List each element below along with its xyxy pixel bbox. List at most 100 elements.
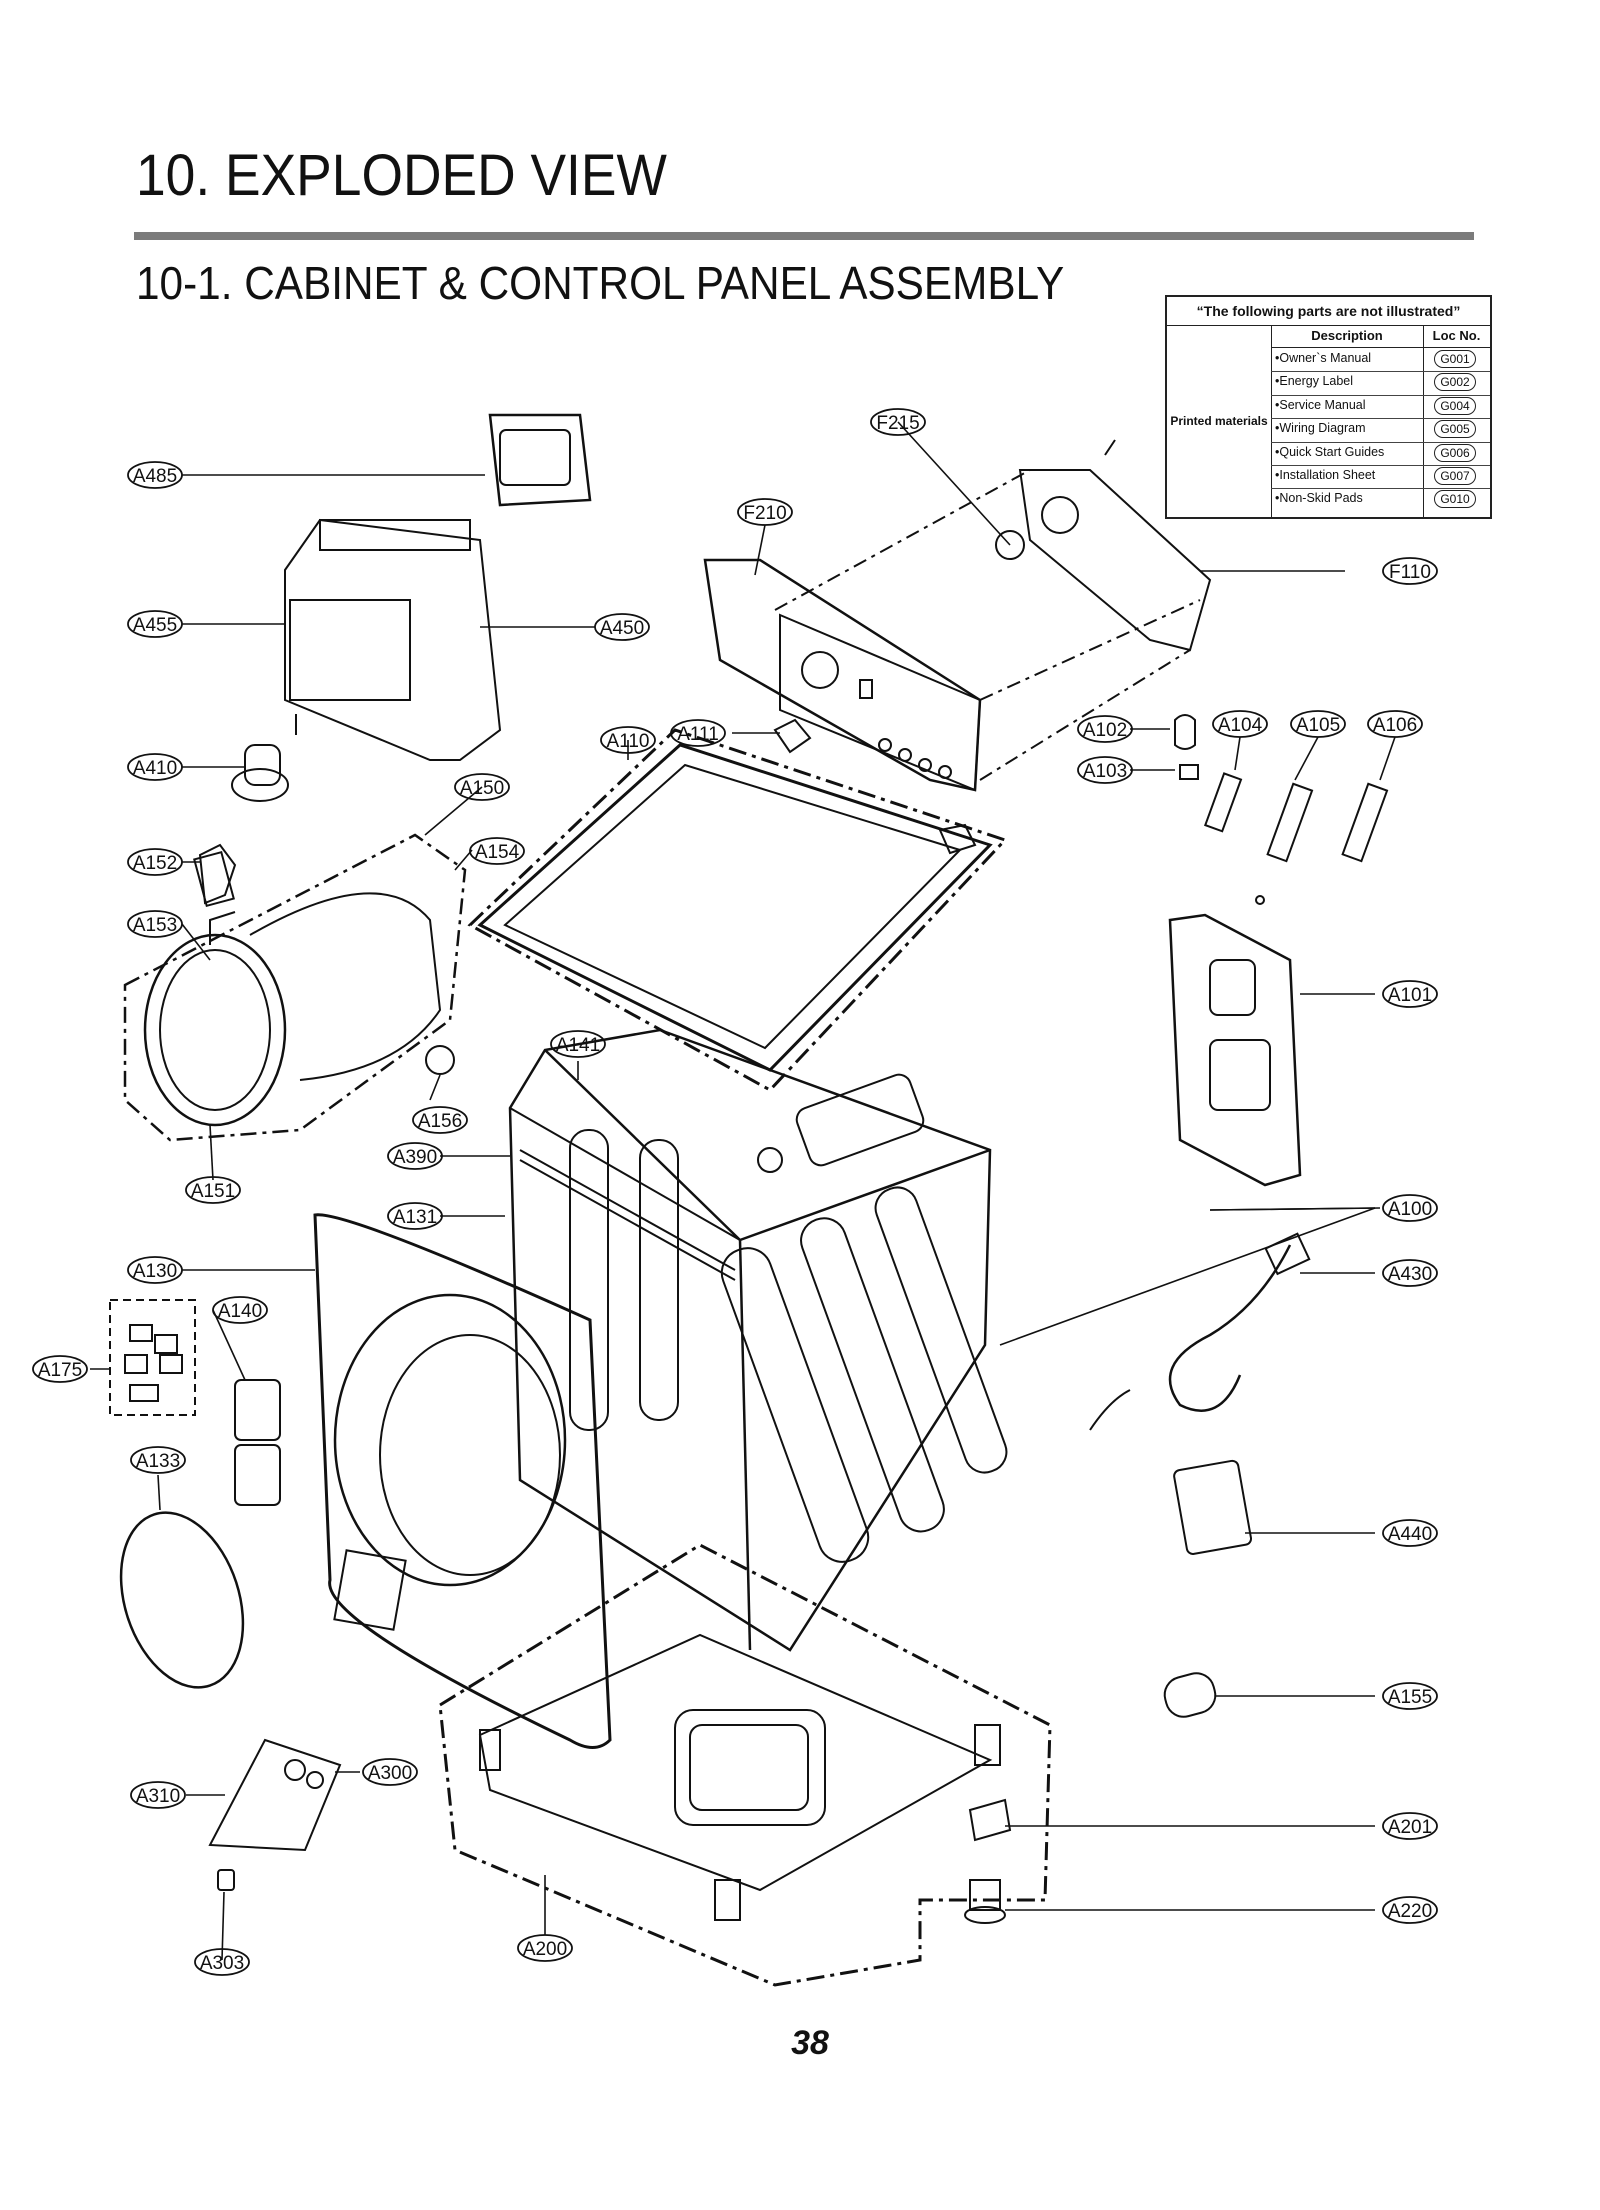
row-loc: G005 <box>1434 420 1476 439</box>
base-drawing <box>438 1543 1052 1987</box>
svg-text:A156: A156 <box>418 1111 462 1132</box>
svg-text:A152: A152 <box>133 853 177 874</box>
callout-A154: A154 <box>469 837 525 865</box>
row-description: •Owner`s Manual <box>1275 351 1372 365</box>
leader-lines <box>90 421 1396 1961</box>
row-description: •Quick Start Guides <box>1275 444 1385 459</box>
svg-text:A102: A102 <box>1083 720 1127 741</box>
svg-text:A310: A310 <box>136 1786 180 1807</box>
callout-A440: A440 <box>1382 1519 1438 1547</box>
row-loc: G001 <box>1434 350 1476 368</box>
callout-A101: A101 <box>1382 980 1438 1008</box>
title-divider <box>134 232 1474 240</box>
callout-A133: A133 <box>130 1446 186 1474</box>
svg-text:A450: A450 <box>600 618 644 639</box>
category-cell: Printed materials <box>1167 325 1272 517</box>
svg-text:A130: A130 <box>133 1261 177 1282</box>
callout-F110: F110 <box>1382 557 1438 585</box>
callout-A102: A102 <box>1077 715 1133 743</box>
callout-A151: A151 <box>185 1176 241 1204</box>
col-header-description: Description <box>1271 325 1423 348</box>
callout-A131: A131 <box>387 1202 443 1230</box>
callout-A390: A390 <box>387 1142 443 1170</box>
callout-A303: A303 <box>194 1948 250 1976</box>
callout-A111: A111 <box>670 719 726 747</box>
svg-text:A220: A220 <box>1388 1901 1432 1922</box>
callout-A141: A141 <box>550 1030 606 1058</box>
callout-A153: A153 <box>127 910 183 938</box>
callout-A105: A105 <box>1290 710 1346 738</box>
cabinet-drawing <box>508 1028 1008 1652</box>
svg-text:A140: A140 <box>218 1301 262 1322</box>
left-parts-drawing <box>109 850 342 1891</box>
table-row: •Quick Start Guides G006 <box>1271 442 1490 466</box>
callout-A106: A106 <box>1367 710 1423 738</box>
callout-A130: A130 <box>127 1256 183 1284</box>
svg-text:A485: A485 <box>133 466 177 487</box>
page-number: 38 <box>791 2024 829 2062</box>
table-row: •Non-Skid Pads G010 <box>1271 488 1490 511</box>
svg-text:A154: A154 <box>475 842 520 863</box>
callout-A103: A103 <box>1077 756 1133 784</box>
svg-text:A105: A105 <box>1296 715 1340 736</box>
callout-A150: A150 <box>454 773 510 801</box>
callout-A455: A455 <box>127 610 183 638</box>
row-description: •Installation Sheet <box>1275 468 1376 482</box>
svg-text:A410: A410 <box>133 758 177 779</box>
rear-cover-drawing <box>1168 895 1302 1187</box>
table-row: •Wiring Diagram G005 <box>1271 418 1490 443</box>
callout-A110: A110 <box>600 726 656 754</box>
svg-text:A430: A430 <box>1388 1264 1432 1285</box>
svg-text:A150: A150 <box>460 778 504 799</box>
svg-text:F215: F215 <box>876 413 919 434</box>
svg-text:A440: A440 <box>1388 1524 1432 1545</box>
callout-A450: A450 <box>594 613 650 641</box>
callout-A104: A104 <box>1212 710 1268 738</box>
svg-text:A104: A104 <box>1218 715 1263 736</box>
svg-text:A111: A111 <box>677 724 719 745</box>
callout-A201: A201 <box>1382 1812 1438 1840</box>
svg-text:A133: A133 <box>136 1451 180 1472</box>
tub-cover-drawing <box>123 833 467 1142</box>
table-title: “The following parts are not illustrated… <box>1167 297 1490 326</box>
svg-text:A151: A151 <box>191 1181 235 1202</box>
callout-A430: A430 <box>1382 1259 1438 1287</box>
svg-text:A390: A390 <box>393 1147 437 1168</box>
svg-text:A155: A155 <box>1388 1687 1432 1708</box>
callout-A152: A152 <box>127 848 183 876</box>
col-header-loc: Loc No. <box>1423 325 1490 348</box>
row-description: •Non-Skid Pads <box>1275 491 1363 506</box>
table-row: •Owner`s Manual G001 <box>1271 348 1490 373</box>
svg-text:A141: A141 <box>556 1035 600 1056</box>
not-illustrated-parts-table: “The following parts are not illustrated… <box>1165 295 1492 519</box>
callout-A485: A485 <box>127 461 183 489</box>
callout-A410: A410 <box>127 753 183 781</box>
callout-A220: A220 <box>1382 1896 1438 1924</box>
callout-A175: A175 <box>32 1355 88 1383</box>
svg-text:A103: A103 <box>1083 761 1127 782</box>
callout-A300: A300 <box>362 1758 418 1786</box>
front-panel-drawing <box>313 1213 612 1749</box>
svg-text:F110: F110 <box>1389 562 1431 583</box>
pcb-drawing <box>231 413 592 802</box>
callout-A156: A156 <box>412 1106 468 1134</box>
svg-text:A200: A200 <box>523 1939 567 1960</box>
callout-F215: F215 <box>870 408 926 436</box>
row-loc: G010 <box>1434 490 1476 509</box>
table-row: •Service Manual G004 <box>1271 395 1490 420</box>
callout-A155: A155 <box>1382 1682 1438 1710</box>
section-title: 10-1. CABINET & CONTROL PANEL ASSEMBLY <box>136 257 1065 309</box>
table-divider <box>1423 325 1424 517</box>
svg-text:A455: A455 <box>133 615 177 636</box>
control-panel-drawing <box>703 439 1212 792</box>
table-row: •Energy Label G002 <box>1271 371 1490 396</box>
svg-text:A100: A100 <box>1388 1199 1432 1220</box>
svg-text:A101: A101 <box>1388 985 1432 1006</box>
svg-text:A175: A175 <box>38 1360 82 1381</box>
callout-A310: A310 <box>130 1781 186 1809</box>
row-loc: G007 <box>1434 467 1476 485</box>
svg-text:F210: F210 <box>743 503 786 524</box>
svg-text:A106: A106 <box>1373 715 1417 736</box>
